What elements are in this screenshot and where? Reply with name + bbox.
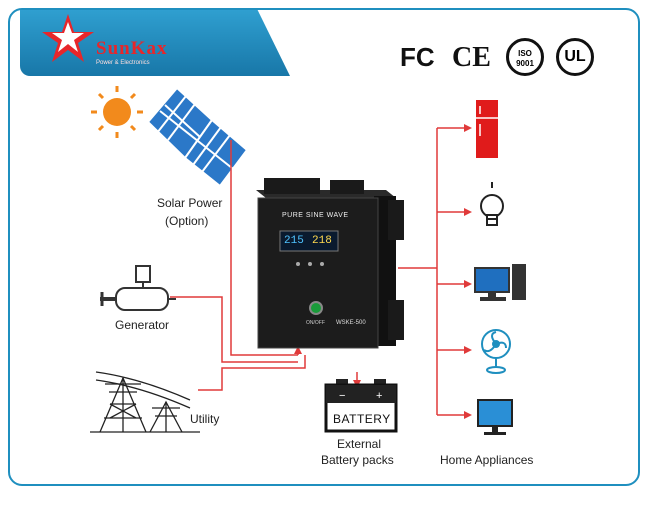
generator-icon bbox=[100, 266, 176, 310]
fridge-icon bbox=[476, 100, 498, 158]
home-appliances-label: Home Appliances bbox=[440, 453, 533, 467]
solar-panel-icon bbox=[148, 88, 247, 186]
svg-text:+: + bbox=[376, 390, 382, 402]
inverter-display-left: 215 bbox=[284, 235, 304, 247]
battery-label: BATTERY bbox=[333, 412, 391, 426]
inverter-panel-title: PURE SINE WAVE bbox=[282, 212, 349, 219]
sun-icon bbox=[91, 86, 143, 138]
inverter-model: WSKE-500 bbox=[336, 320, 366, 326]
tv-icon bbox=[478, 400, 512, 435]
inverter-switch-label: ON/OFF bbox=[306, 320, 325, 326]
fan-icon bbox=[482, 330, 510, 373]
solar-option-label: (Option) bbox=[165, 214, 208, 228]
battery-caption-line2: Battery packs bbox=[321, 453, 394, 467]
generator-label: Generator bbox=[115, 318, 169, 332]
svg-text:−: − bbox=[339, 390, 345, 402]
bulb-icon bbox=[481, 182, 503, 225]
inverter-unit bbox=[256, 178, 404, 348]
computer-icon bbox=[475, 264, 526, 301]
utility-tower-icon bbox=[90, 372, 200, 432]
utility-label: Utility bbox=[190, 412, 219, 426]
inverter-display-right: 218 bbox=[312, 235, 332, 247]
solar-power-label: Solar Power bbox=[157, 196, 222, 210]
battery-caption-line1: External bbox=[337, 437, 381, 451]
